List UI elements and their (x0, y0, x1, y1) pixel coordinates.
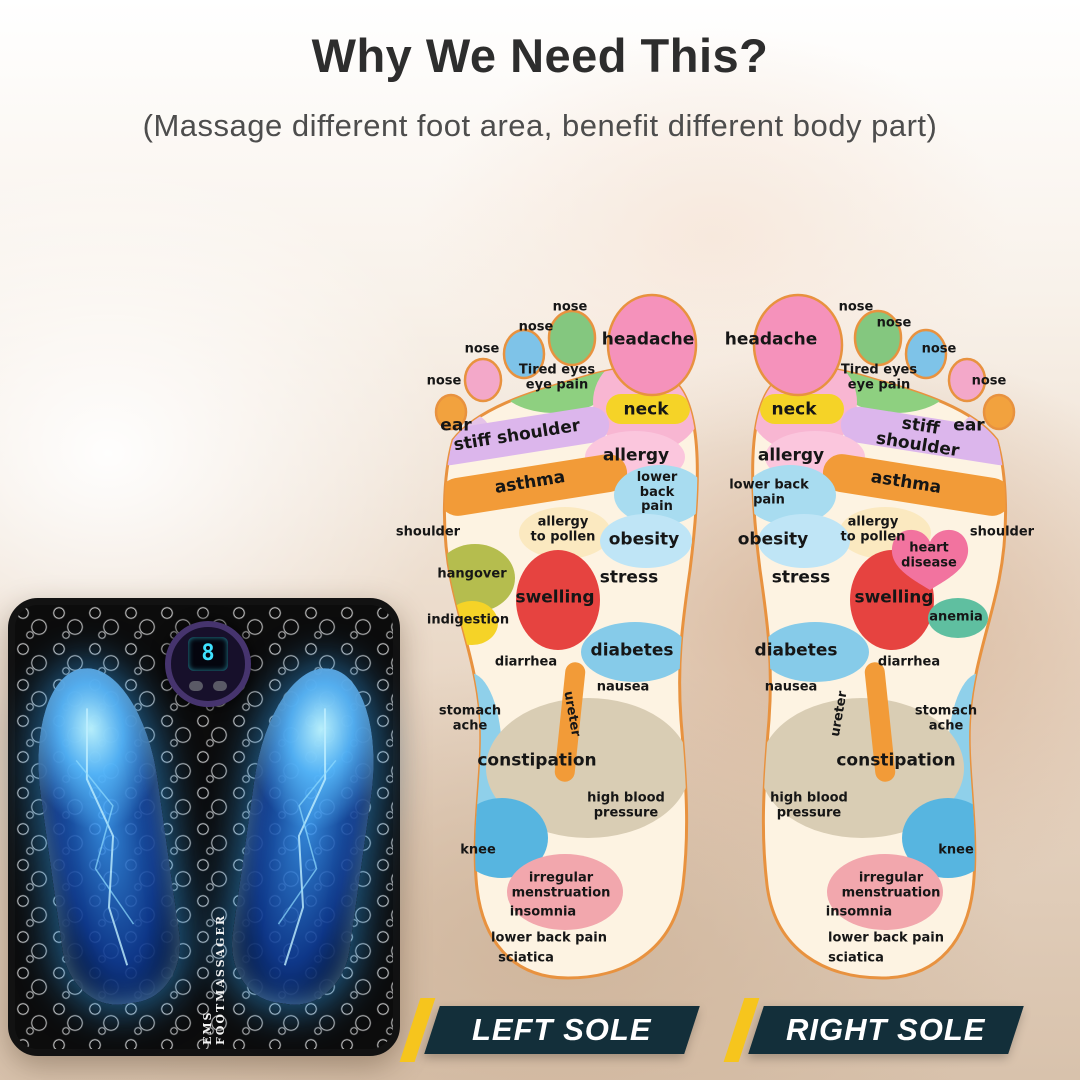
right-label-allergy-pollen: allergy to pollen (840, 514, 906, 544)
left-label-high-blood-pressure: high blood pressure (587, 790, 665, 820)
right-foot-shape (744, 295, 1022, 978)
left-label-knee: knee (460, 842, 496, 858)
left-label-stress: stress (599, 567, 659, 588)
page-title: Why We Need This? (311, 29, 769, 82)
banner-left-sole-text: LEFT SOLE (472, 1012, 652, 1047)
right-label-irregular-menstruation: irregular menstruation (841, 870, 941, 900)
right-label-nose-4: nose (971, 373, 1007, 389)
right-label-insomnia: insomnia (825, 904, 893, 920)
right-label-tired-eyes: Tired eyes eye pain (840, 362, 918, 392)
right-label-sciatica: sciatica (828, 950, 884, 966)
right-label-anemia: anemia (929, 609, 983, 625)
product-pad: 8 EMS FOOTMASSAGER (8, 598, 400, 1056)
right-label-swelling: swelling (854, 587, 934, 608)
pad-brand-label: EMS FOOTMASSAGER (201, 914, 227, 1045)
pad-foot-left (24, 660, 188, 1012)
left-label-allergy: allergy (602, 445, 670, 466)
left-foot-shape (428, 295, 706, 978)
controller-display: 8 (188, 637, 228, 671)
left-label-nose-2: nose (518, 319, 554, 335)
left-label-stomach-ache: stomach ache (438, 703, 502, 733)
left-label-nose-3: nose (464, 341, 500, 357)
right-label-high-blood-pressure: high blood pressure (770, 790, 848, 820)
right-label-diabetes: diabetes (754, 640, 838, 661)
right-label-lower-back-pain-2: lower back pain (828, 930, 944, 946)
left-label-indigestion: indigestion (426, 612, 510, 628)
left-label-lower-back-pain: lower back pain (636, 470, 678, 515)
pad-foot-right (224, 660, 388, 1012)
left-label-hangover: hangover (437, 566, 507, 582)
banner-right-sole-text: RIGHT SOLE (786, 1012, 986, 1047)
right-label-knee: knee (938, 842, 974, 858)
left-label-shoulder: shoulder (395, 524, 461, 540)
left-label-swelling: swelling (515, 587, 595, 608)
right-label-headache: headache (724, 329, 818, 350)
right-label-constipation: constipation (836, 750, 956, 771)
right-label-allergy: allergy (757, 445, 825, 466)
left-foot-extra-zones (444, 544, 515, 645)
right-label-asthma: asthma (869, 467, 943, 498)
left-label-nose-4: nose (426, 373, 462, 389)
left-label-lower-back-pain-2: lower back pain (491, 930, 607, 946)
right-label-nose-3: nose (921, 341, 957, 357)
left-label-headache: headache (601, 329, 695, 350)
left-label-obesity: obesity (608, 529, 680, 550)
left-label-nausea: nausea (596, 679, 650, 695)
pad-foot-veins (75, 708, 135, 966)
controller-button-minus[interactable] (189, 681, 203, 691)
right-label-neck: neck (771, 399, 817, 420)
page-subtitle: (Massage different foot area, benefit di… (142, 108, 938, 143)
left-label-diabetes: diabetes (590, 640, 674, 661)
left-label-irregular-menstruation: irregular menstruation (511, 870, 611, 900)
pad-foot-veins (277, 708, 337, 966)
right-label-shoulder: shoulder (969, 524, 1035, 540)
right-label-nausea: nausea (764, 679, 818, 695)
left-label-allergy-pollen: allergy to pollen (530, 514, 596, 544)
pad-controller[interactable]: 8 (165, 621, 251, 707)
right-label-diarrhea: diarrhea (877, 654, 941, 670)
left-label-sciatica: sciatica (498, 950, 554, 966)
left-label-tired-eyes: Tired eyes eye pain (518, 362, 596, 392)
left-label-diarrhea: diarrhea (494, 654, 558, 670)
right-label-obesity: obesity (737, 529, 809, 550)
right-label-lower-back-pain: lower back pain (729, 477, 809, 507)
left-label-ureter: ureter (560, 689, 584, 738)
left-foot-labels: nose nose nose nose Tired eyes eye pain … (396, 290, 720, 990)
left-label-asthma: asthma (493, 467, 567, 498)
right-label-heart-disease: heart disease (901, 540, 957, 570)
left-label-neck: neck (623, 399, 669, 420)
right-label-ureter: ureter (827, 689, 851, 738)
reflexology-chart (410, 285, 1040, 990)
right-foot-extra-zones (891, 529, 988, 638)
right-label-stress: stress (771, 567, 831, 588)
banner-right-sole: RIGHT SOLE (748, 1006, 1024, 1054)
left-label-constipation: constipation (477, 750, 597, 771)
right-label-stomach-ache: stomach ache (914, 703, 978, 733)
left-label-ear: ear (440, 415, 472, 436)
right-label-ear: ear (953, 415, 985, 436)
left-label-stiff-shoulder: stiff shoulder (452, 415, 582, 456)
right-foot-labels: headache nose nose nose nose Tired eyes … (725, 290, 1034, 990)
left-label-insomnia: insomnia (509, 904, 577, 920)
banner-left-sole: LEFT SOLE (424, 1006, 700, 1054)
controller-button-plus[interactable] (213, 681, 227, 691)
left-label-nose-1: nose (552, 299, 588, 315)
right-label-nose-2: nose (876, 315, 912, 331)
right-label-nose-1: nose (838, 299, 874, 315)
